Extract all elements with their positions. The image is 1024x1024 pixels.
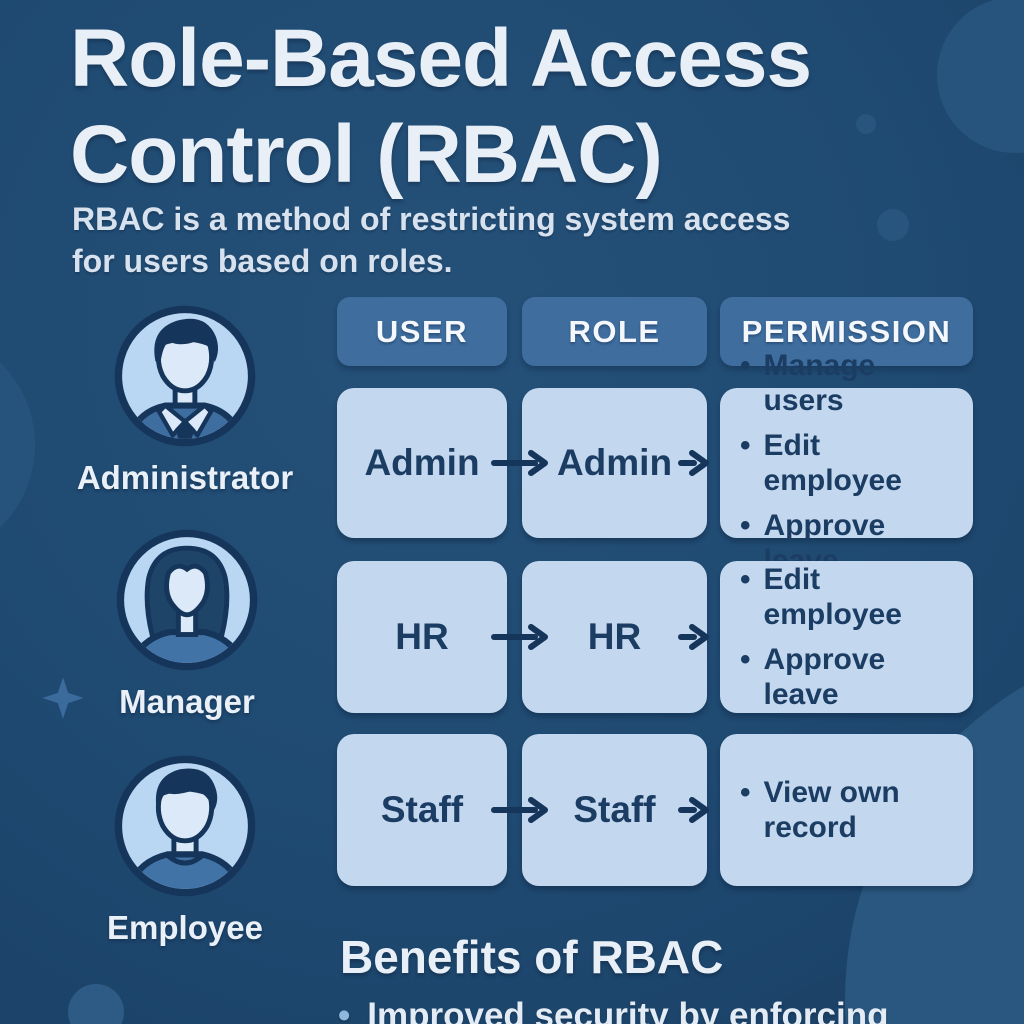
- role-cell: Admin: [522, 388, 707, 538]
- flow-arrow-icon: [491, 797, 553, 823]
- permission-cell: View own record: [720, 734, 973, 886]
- administrator-avatar-icon: [114, 305, 256, 447]
- decor-circle: [937, 0, 1024, 153]
- user-cell: Staff: [337, 734, 507, 886]
- role-cell: HR: [522, 561, 707, 713]
- permission-item: Approve leave: [740, 642, 961, 712]
- flow-arrow-icon: [491, 624, 553, 650]
- role-administrator: Administrator: [70, 302, 300, 497]
- flow-arrow-icon: [678, 624, 712, 650]
- page-title: Role-Based Access Control (RBAC): [70, 12, 812, 200]
- column-header-role: ROLE: [522, 297, 707, 366]
- page-subtitle: RBAC is a method of restricting system a…: [72, 201, 791, 279]
- role-manager: Manager: [72, 526, 302, 721]
- sparkle-icon: [40, 675, 86, 721]
- flow-arrow-icon: [678, 450, 712, 476]
- benefits-heading: Benefits of RBAC: [340, 931, 724, 983]
- employee-avatar-icon: [114, 755, 256, 897]
- benefit-item: Improved security by enforcing: [338, 996, 998, 1024]
- decor-circle: [877, 209, 909, 241]
- decor-circle: [856, 114, 876, 134]
- flow-arrow-icon: [491, 450, 553, 476]
- role-label: Employee: [107, 909, 263, 946]
- permission-cell: Manage users Edit employee Approve leave: [720, 349, 973, 577]
- permission-cell: Edit employee Approve leave: [720, 561, 973, 713]
- user-cell: HR: [337, 561, 507, 713]
- permission-item: View own record: [740, 775, 961, 845]
- flow-arrow-icon: [678, 797, 712, 823]
- column-header-user: USER: [337, 297, 507, 366]
- decor-circle: [68, 984, 124, 1024]
- permission-item: Approve leave: [740, 508, 961, 578]
- permission-item: Edit employee: [740, 428, 961, 498]
- permission-item: Edit employee: [740, 562, 961, 632]
- user-cell: Admin: [337, 388, 507, 538]
- role-employee: Employee: [70, 752, 300, 947]
- manager-avatar-icon: [116, 529, 258, 671]
- permission-item: Manage users: [740, 348, 961, 418]
- role-label: Manager: [119, 683, 255, 720]
- role-label: Administrator: [76, 459, 294, 496]
- role-cell: Staff: [522, 734, 707, 886]
- decor-circle: [0, 330, 35, 560]
